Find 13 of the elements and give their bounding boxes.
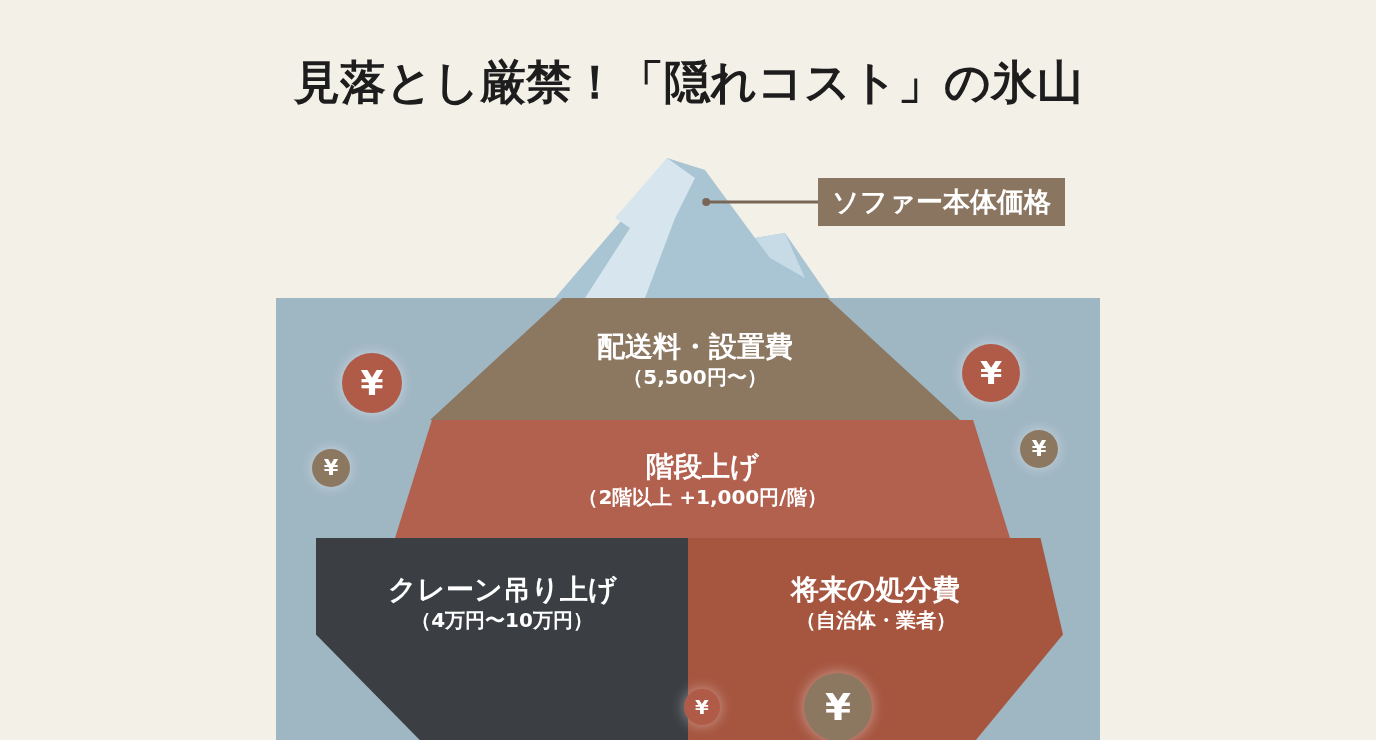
- cost-note: （自治体・業者）: [795, 607, 956, 633]
- leader-line: [702, 198, 818, 206]
- cost-heading: 配送料・設置費: [597, 328, 793, 364]
- cost-heading: 将来の処分費: [791, 572, 960, 607]
- cost-note: （2階以上 +1,000円/階）: [578, 483, 827, 510]
- iceberg-layer: [316, 538, 688, 740]
- price-label: ソファー本体価格: [818, 178, 1065, 226]
- cost-note: （5,500円〜）: [623, 363, 767, 390]
- title: 見落とし厳禁！「隠れコスト」の氷山: [292, 54, 1084, 111]
- iceberg-tip-drawing: [555, 158, 830, 298]
- cost-heading: クレーン吊り上げ: [387, 572, 617, 607]
- cost-note: （4万円〜10万円）: [411, 607, 593, 633]
- cost-heading: 階段上げ: [646, 448, 759, 484]
